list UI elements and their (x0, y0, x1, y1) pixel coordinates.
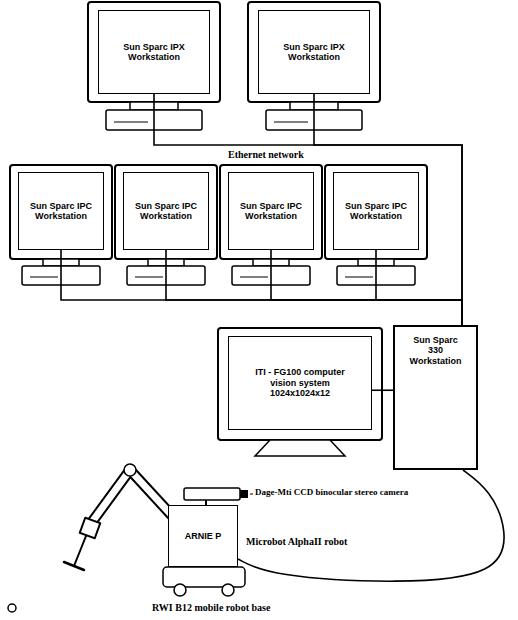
node-text: Sun Sparc IPX Workstation (283, 42, 345, 63)
workstation-screen: Sun Sparc IPC Workstation (333, 172, 419, 250)
node-text: Sun Sparc IPX Workstation (123, 42, 185, 63)
workstation-screen: Sun Sparc IPC Workstation (228, 172, 314, 250)
workstation-screen: Sun Sparc IPC Workstation (123, 172, 209, 250)
node-text: Sun Sparc IPC Workstation (135, 201, 197, 222)
vision-monitor (218, 328, 382, 456)
marker-circle (8, 604, 16, 612)
node-text: Sun Sparc IPC Workstation (30, 201, 92, 222)
vision-screen: ITI - FG100 computer vision system 1024x… (228, 336, 372, 430)
base-label: RWI B12 mobile robot base (150, 602, 272, 613)
workstation-screen: Sun Sparc IPC Workstation (18, 172, 104, 250)
text-group: Sun Sparc 330 Workstation (405, 335, 467, 366)
robot-cable (238, 470, 504, 581)
network-cable (271, 250, 462, 325)
network-cable (372, 389, 393, 391)
network-cable (61, 250, 462, 325)
node-text: Sun Sparc 330 Workstation (405, 335, 467, 366)
workstation-screen: Sun Sparc IPX Workstation (258, 10, 370, 94)
robot-body: ARNIE P (168, 505, 238, 567)
text-group: ARNIE P (185, 531, 222, 541)
network-cable (314, 94, 462, 325)
text-group: Sun Sparc IPC Workstation (240, 201, 302, 222)
network-cable (166, 250, 462, 325)
node-text: ARNIE P (185, 531, 222, 541)
text-group: Sun Sparc IPC Workstation (135, 201, 197, 222)
camera-label: Dage-Mti CCD binocular stereo camera (253, 488, 410, 498)
text-group: Sun Sparc IPX Workstation (123, 42, 185, 63)
network-cable (376, 250, 462, 325)
server-tower: Sun Sparc 330 Workstation (393, 325, 478, 470)
node-text: ITI - FG100 computer vision system 1024x… (255, 367, 345, 398)
workstation-screen: Sun Sparc IPX Workstation (98, 10, 210, 94)
network-label: Ethernet network (226, 149, 306, 160)
robot-label: Microbot AlphaII robot (244, 536, 349, 547)
text-group: Sun Sparc IPC Workstation (345, 201, 407, 222)
node-text: Sun Sparc IPC Workstation (240, 201, 302, 222)
mobile-base (163, 567, 245, 596)
text-group: ITI - FG100 computer vision system 1024x… (255, 367, 345, 398)
node-text: Sun Sparc IPC Workstation (345, 201, 407, 222)
text-group: Sun Sparc IPX Workstation (283, 42, 345, 63)
stereo-camera (184, 488, 248, 505)
text-group: Sun Sparc IPC Workstation (30, 201, 92, 222)
robot-arm (64, 464, 182, 570)
